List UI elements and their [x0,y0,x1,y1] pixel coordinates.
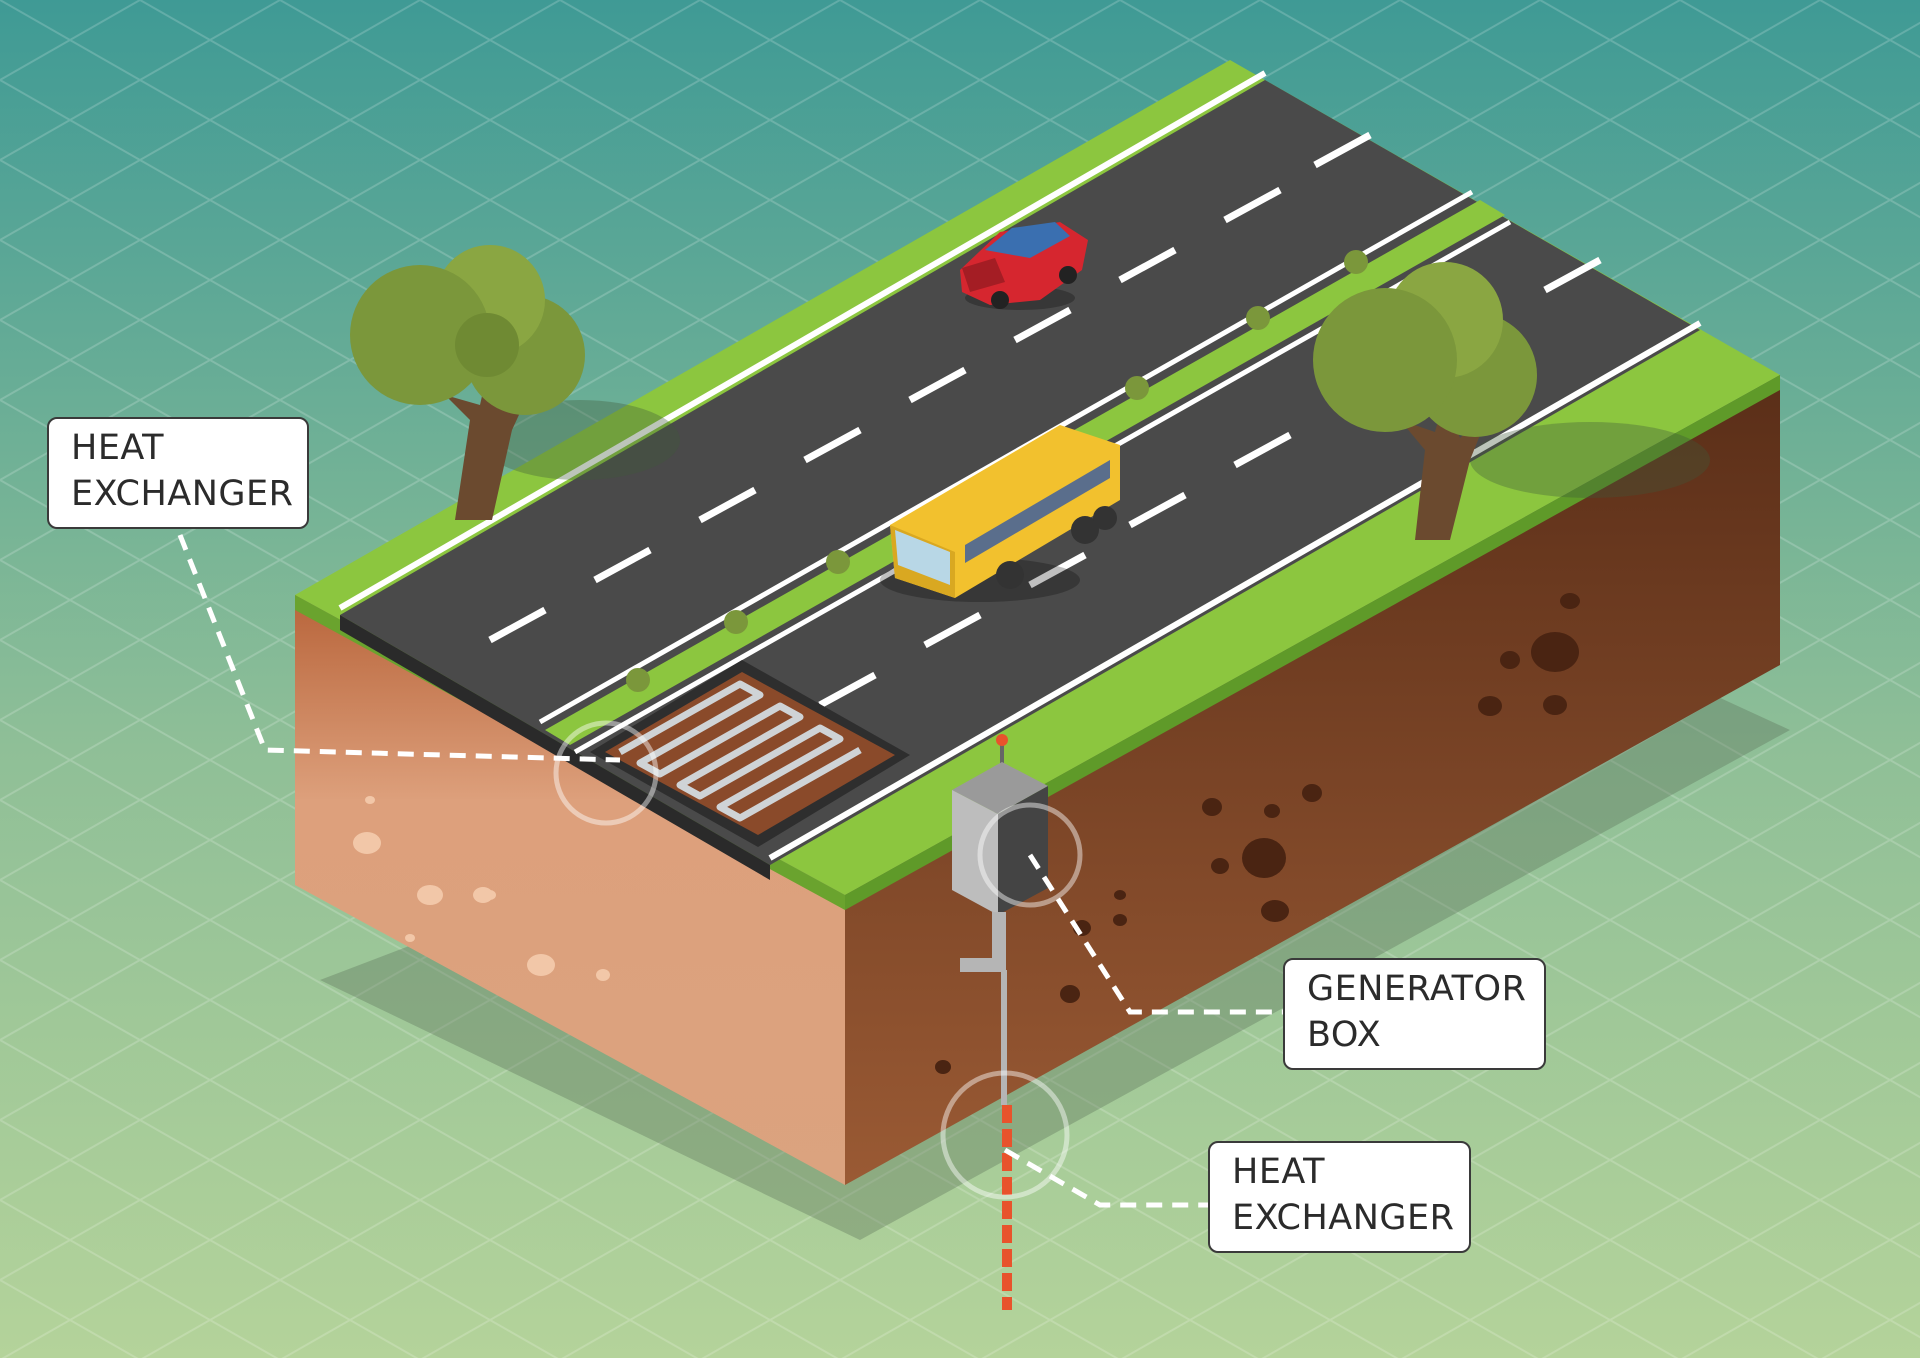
grass-edge-right [845,375,1780,910]
label-line-1: GENERATOR [1307,969,1527,1009]
road-line-outer-left [338,70,1267,611]
label-line-2: EXCHANGER [1232,1198,1455,1238]
label-line-2: EXCHANGER [71,474,294,514]
label-heat-exchanger-ground: HEAT EXCHANGER [1208,1141,1471,1253]
antenna-light [996,734,1008,746]
soil-right-face [845,375,1780,1185]
heat-exchanger-pipes [618,680,862,822]
median-shrubs [626,250,1368,692]
heat-exchanger-bed [605,672,895,835]
label-heat-exchanger-road: HEAT EXCHANGER [47,417,309,529]
soil-left-face [295,595,845,1185]
generator-box [952,734,1083,972]
label-line-1: HEAT [1232,1152,1326,1192]
label-line-1: HEAT [71,428,165,468]
label-generator-box: GENERATOR BOX [1283,958,1546,1070]
road-line-outer-right [768,320,1702,861]
soil-rocks-dark [935,593,1580,1074]
tree-right [1313,262,1710,540]
highlight-ring-generator-box [977,802,1083,908]
highlight-ring-ground-exchanger [940,1070,1070,1200]
red-car [960,222,1088,310]
road-edge-left [340,615,770,880]
leader-lines [177,534,1283,1208]
yellow-bus [880,425,1120,602]
label-line-2: BOX [1307,1015,1382,1055]
soil-stones [353,796,610,981]
tree-left [350,245,680,520]
highlight-ring-heat-exchanger-slab [553,720,659,826]
